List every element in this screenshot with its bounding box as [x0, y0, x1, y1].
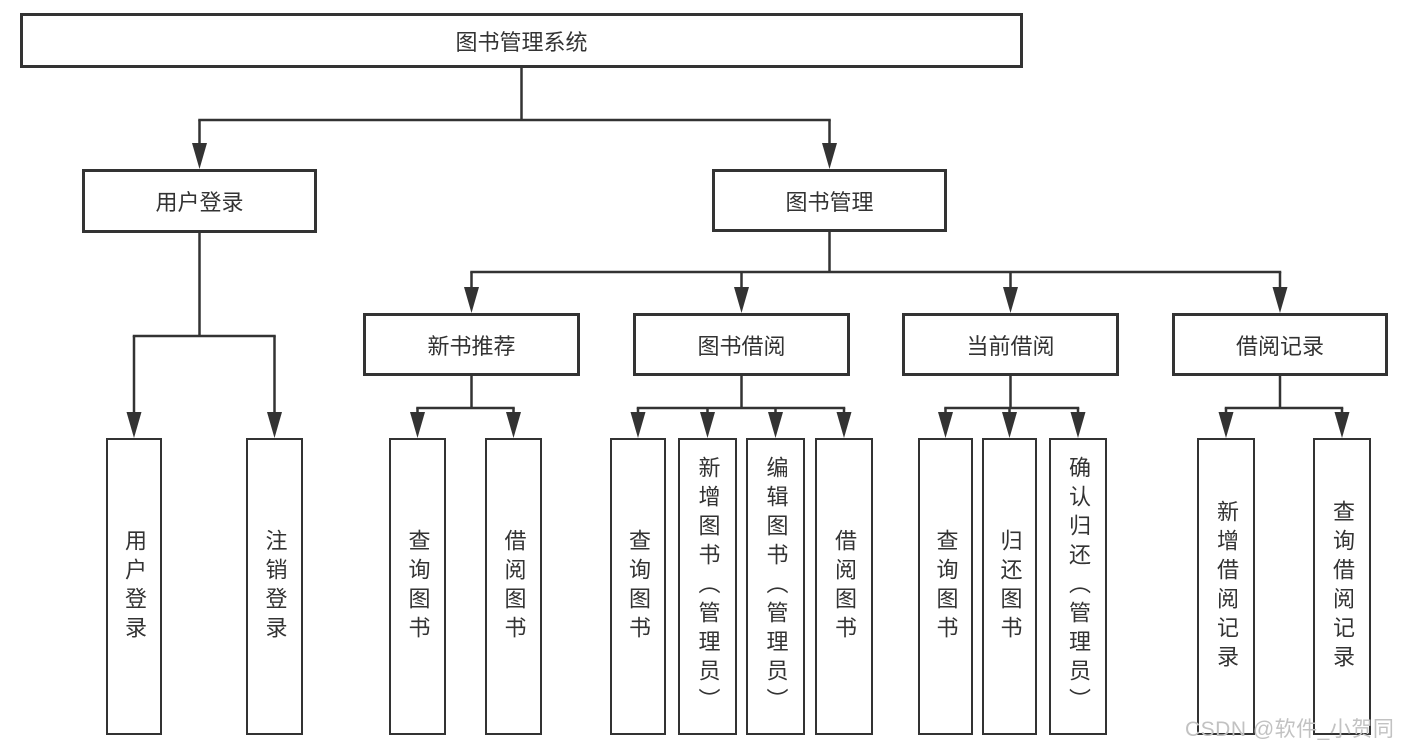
leaf-label: 查询图书	[626, 528, 651, 645]
leaf-query-borrow-record: 查询借阅记录	[1313, 438, 1371, 735]
csdn-watermark: CSDN @软件_小贺同学	[1185, 718, 1395, 741]
leaf-label: 确认归还（管理员）	[1066, 456, 1091, 717]
node-current-borrow: 当前借阅	[902, 313, 1119, 376]
node-book-management: 图书管理	[712, 169, 947, 232]
leaf-label: 查询图书	[933, 528, 959, 645]
leaf-label: 用户登录	[122, 528, 147, 645]
leaf-query-books-current: 查询图书	[918, 438, 973, 735]
leaf-add-books-admin: 新增图书（管理员）	[678, 438, 737, 735]
node-new-book-recommend: 新书推荐	[363, 313, 580, 376]
leaf-borrow-books-recommend: 借阅图书	[485, 438, 542, 735]
leaf-label: 新增图书（管理员）	[695, 456, 721, 717]
leaf-add-borrow-record: 新增借阅记录	[1197, 438, 1255, 735]
node-user-login: 用户登录	[82, 169, 317, 233]
leaf-label: 查询图书	[405, 528, 431, 645]
leaf-edit-books-admin: 编辑图书（管理员）	[746, 438, 805, 735]
leaf-label: 注销登录	[262, 528, 288, 645]
leaf-label: 新增借阅记录	[1214, 499, 1239, 674]
leaf-label: 归还图书	[997, 528, 1023, 645]
leaf-borrow-books: 借阅图书	[815, 438, 873, 735]
node-book-borrow: 图书借阅	[633, 313, 850, 376]
leaf-label: 编辑图书（管理员）	[763, 456, 789, 717]
leaf-logout: 注销登录	[246, 438, 303, 735]
leaf-label: 查询借阅记录	[1330, 499, 1355, 674]
leaf-return-books: 归还图书	[982, 438, 1037, 735]
node-borrow-records: 借阅记录	[1172, 313, 1388, 376]
leaf-query-books-borrow: 查询图书	[610, 438, 666, 735]
leaf-query-books-recommend: 查询图书	[389, 438, 446, 735]
leaf-confirm-return-admin: 确认归还（管理员）	[1049, 438, 1107, 735]
leaf-user-login: 用户登录	[106, 438, 162, 735]
leaf-label: 借阅图书	[832, 528, 857, 645]
root-node-library-system: 图书管理系统	[20, 13, 1023, 68]
leaf-label: 借阅图书	[501, 528, 527, 645]
